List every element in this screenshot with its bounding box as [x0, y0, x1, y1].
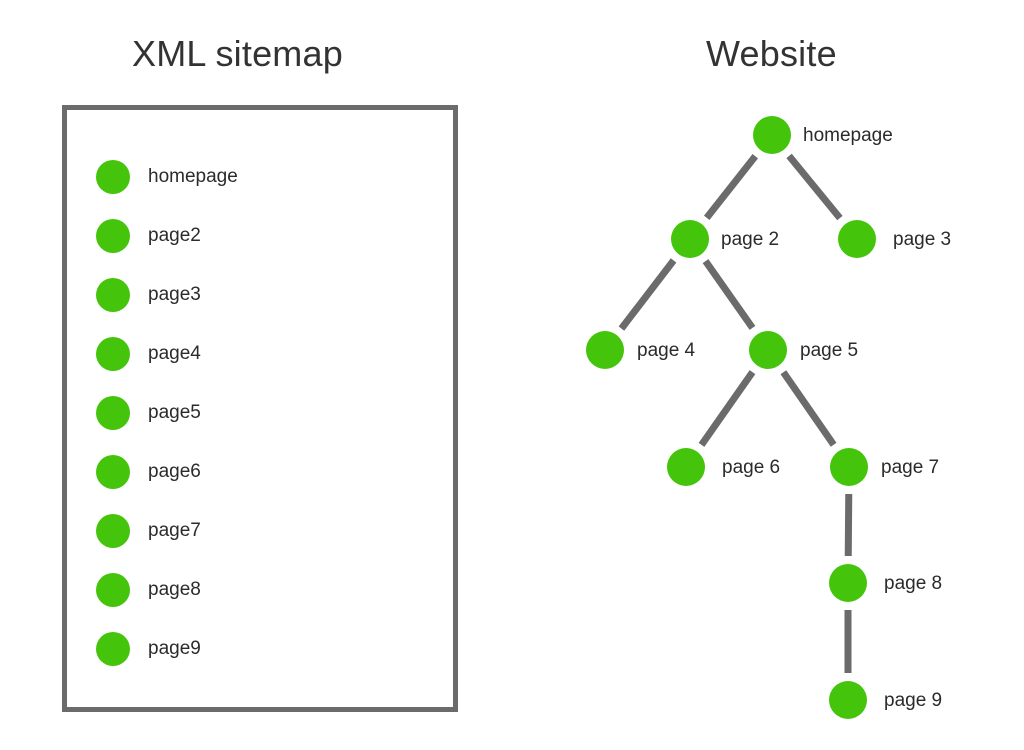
sitemap-list-item[interactable]: page4: [96, 337, 426, 396]
tree-edge: [786, 153, 843, 221]
page-title-website: Website: [706, 33, 837, 74]
sitemap-list-item-label: page9: [148, 638, 201, 659]
tree-node-page4[interactable]: [586, 331, 624, 369]
sitemap-list-item-label: page7: [148, 520, 201, 541]
tree-node-label-page8: page 8: [884, 573, 943, 594]
page-node-icon: [96, 160, 130, 194]
tree-edge: [702, 259, 756, 330]
page-node-icon: [96, 337, 130, 371]
tree-node-page6[interactable]: [667, 448, 705, 486]
tree-node-label-page5: page 5: [800, 340, 859, 361]
tree-node-label-page9: page 9: [884, 690, 943, 711]
tree-node-label-page7: page 7: [881, 457, 940, 478]
tree-node-page2[interactable]: [671, 220, 709, 258]
sitemap-list-item[interactable]: page7: [96, 514, 426, 573]
page-node-icon: [96, 632, 130, 666]
sitemap-list-item[interactable]: page3: [96, 278, 426, 337]
sitemap-list-item[interactable]: page9: [96, 632, 426, 691]
tree-node-label-page4: page 4: [637, 340, 696, 361]
page-node-icon: [96, 219, 130, 253]
tree-edge: [703, 154, 759, 220]
sitemap-list-item-label: page4: [148, 343, 201, 364]
sitemap-list-item-label: page6: [148, 461, 201, 482]
tree-node-page5[interactable]: [749, 331, 787, 369]
tree-node-page9[interactable]: [829, 681, 867, 719]
sitemap-list-item-label: page8: [148, 579, 201, 600]
sitemap-list-item-label: homepage: [148, 166, 238, 187]
page-node-icon: [96, 455, 130, 489]
page-title-xml-sitemap: XML sitemap: [132, 33, 343, 74]
page-node-icon: [96, 278, 130, 312]
sitemap-list-item[interactable]: page2: [96, 219, 426, 278]
tree-node-label-page3: page 3: [893, 229, 952, 250]
tree-edge: [844, 493, 853, 557]
sitemap-list-item-label: page3: [148, 284, 201, 305]
tree-node-homepage[interactable]: [753, 116, 791, 154]
sitemap-list-item-label: page5: [148, 402, 201, 423]
tree-node-page3[interactable]: [838, 220, 876, 258]
xml-sitemap-list: homepage page2 page3 page4 page5 page6 page7 pa…: [96, 160, 426, 691]
sitemap-list-item[interactable]: page5: [96, 396, 426, 455]
sitemap-list-item[interactable]: page8: [96, 573, 426, 632]
tree-node-label-homepage: homepage: [803, 125, 893, 146]
tree-node-label-page2: page 2: [721, 229, 780, 250]
sitemap-list-item-label: page2: [148, 225, 201, 246]
tree-edge: [618, 258, 677, 331]
tree-edge: [698, 370, 756, 447]
page-node-icon: [96, 514, 130, 548]
page-node-icon: [96, 573, 130, 607]
sitemap-list-item[interactable]: page6: [96, 455, 426, 514]
tree-edge: [780, 370, 837, 447]
sitemap-list-item[interactable]: homepage: [96, 160, 426, 219]
tree-node-page7[interactable]: [830, 448, 868, 486]
tree-node-page8[interactable]: [829, 564, 867, 602]
page-node-icon: [96, 396, 130, 430]
tree-node-label-page6: page 6: [722, 457, 781, 478]
